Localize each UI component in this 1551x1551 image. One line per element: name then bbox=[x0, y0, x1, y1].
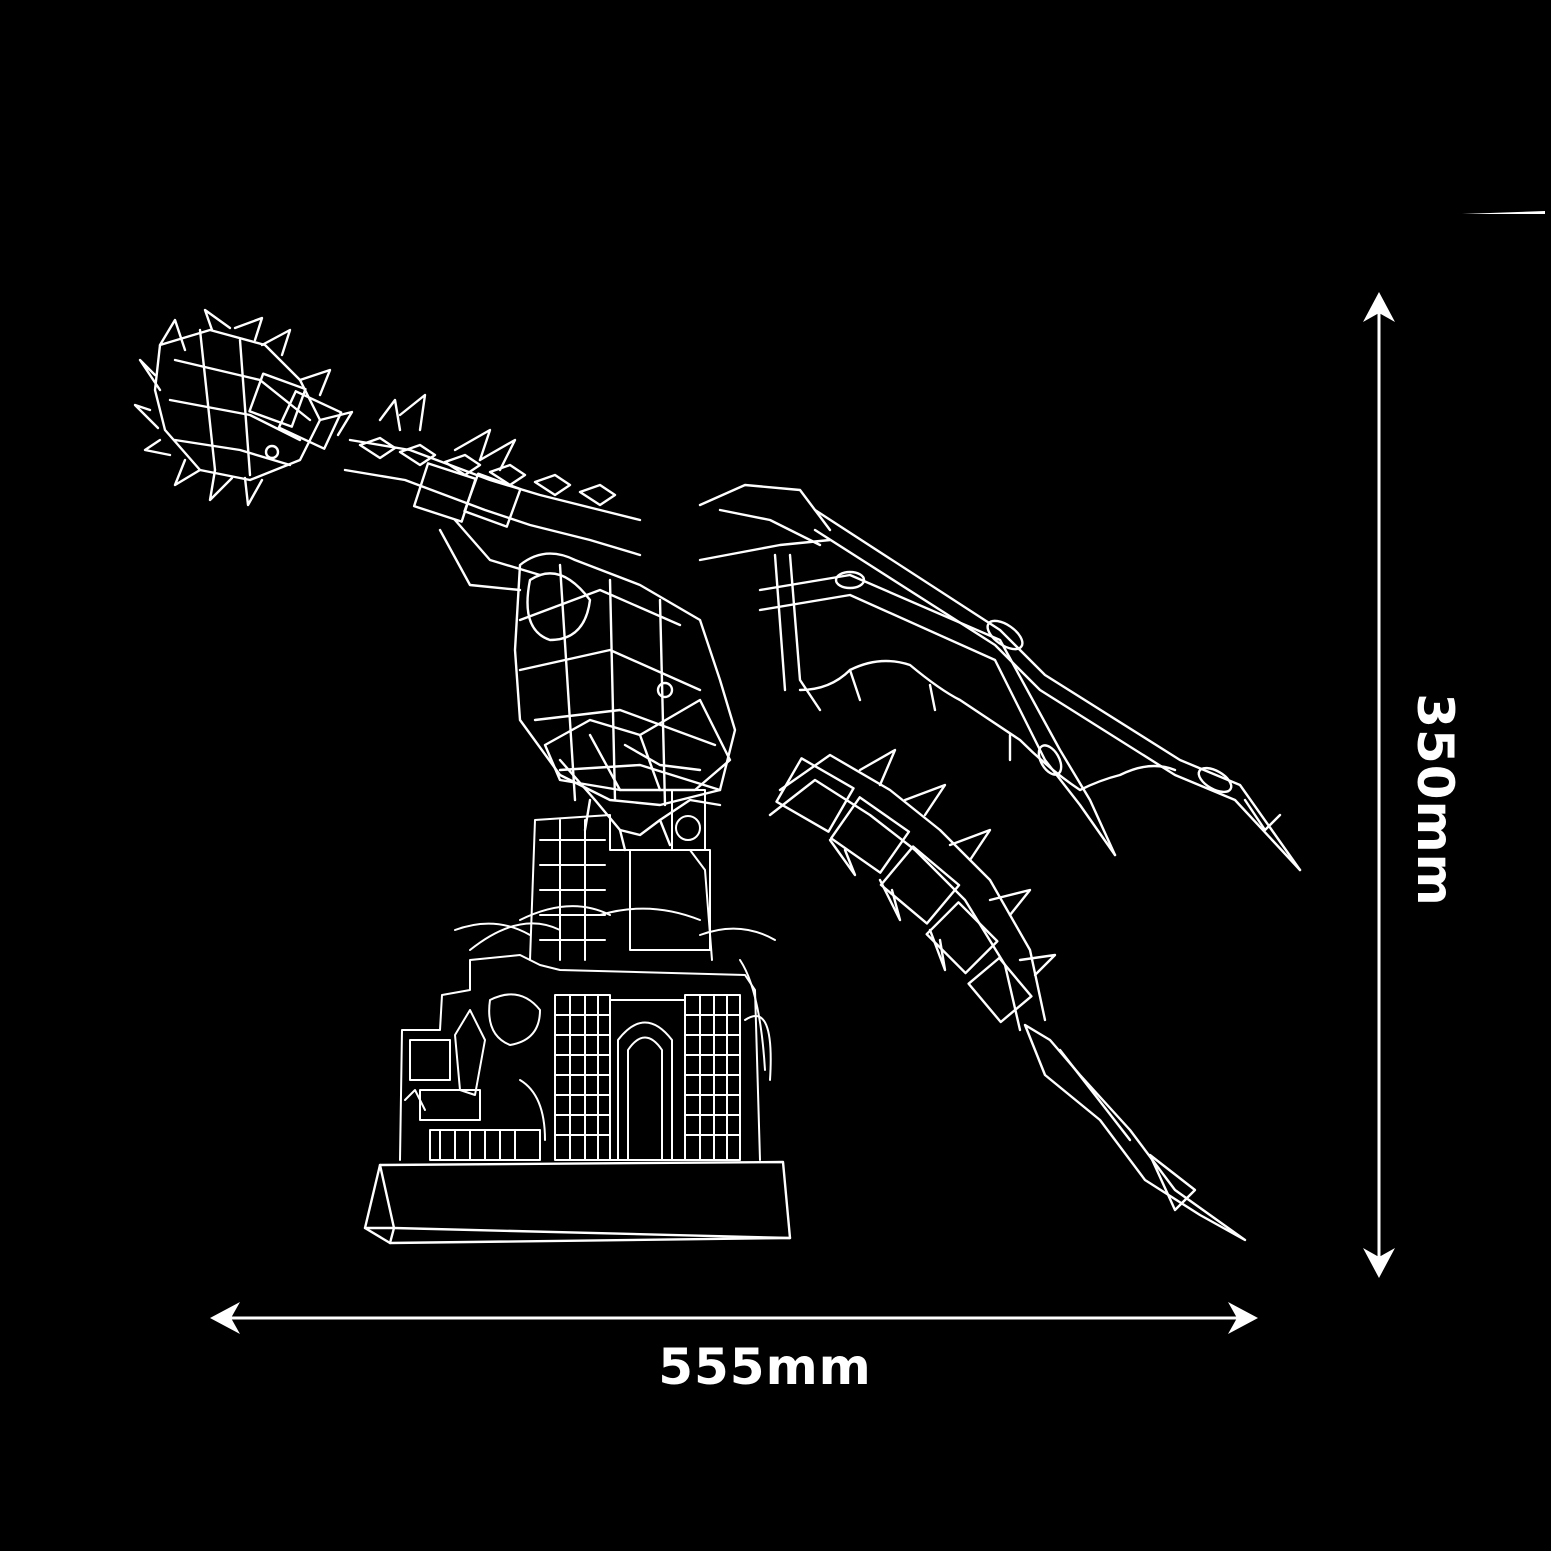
height-dimension-arrow bbox=[1363, 292, 1395, 1278]
dragon-claw bbox=[558, 743, 722, 852]
arrow-down-icon bbox=[1363, 1248, 1395, 1278]
height-measurement-label: 350mm bbox=[1406, 693, 1464, 907]
arrow-right-icon bbox=[1228, 1302, 1258, 1334]
width-measurement-label: 555mm bbox=[658, 1338, 872, 1396]
display-base bbox=[363, 1160, 792, 1245]
dragon-wing bbox=[698, 483, 1302, 872]
arrow-left-icon bbox=[210, 1302, 240, 1334]
dragon-model-drawing bbox=[133, 308, 1302, 1245]
dragon-tail bbox=[768, 748, 1247, 1242]
dragon-neck bbox=[343, 436, 642, 592]
dragon-head bbox=[133, 308, 517, 507]
support-pillar bbox=[529, 789, 713, 961]
width-dimension-arrow bbox=[210, 1302, 1258, 1334]
arrow-up-icon bbox=[1363, 292, 1395, 322]
corner-stroke bbox=[1462, 211, 1545, 214]
dragon-torso bbox=[513, 552, 737, 807]
ruins-structure bbox=[399, 905, 776, 1161]
